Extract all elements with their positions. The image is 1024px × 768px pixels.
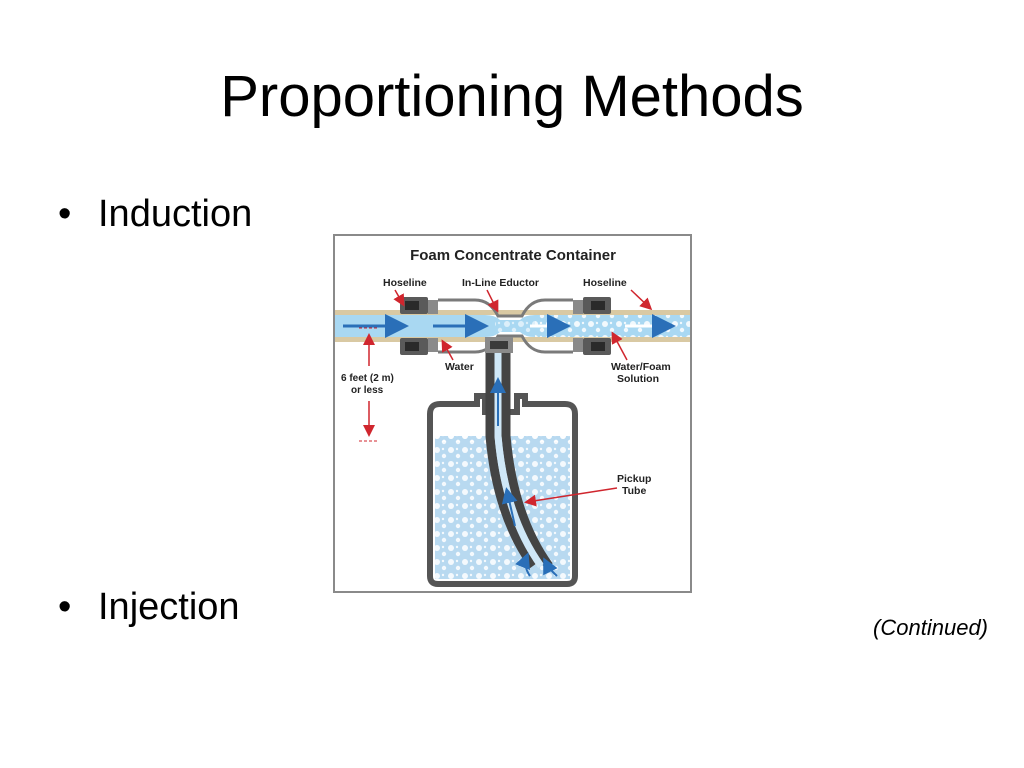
height-dimension [359,327,379,442]
coupling-right [573,297,611,355]
label-height-or-less: or less [351,385,384,396]
label-inline-eductor: In-Line Eductor [462,277,539,289]
label-water: Water [445,361,474,373]
eductor-diagram: Foam Concentrate Container Hoseline In-L… [333,234,692,593]
label-solution: Solution [617,373,659,385]
bullet-marker: • [58,193,72,235]
label-pickup: Pickup [617,473,651,485]
bullet-injection: • Injection [58,585,240,629]
bullet-induction: • Induction [58,192,252,236]
bullet-text: Induction [98,193,253,235]
label-height: 6 feet (2 m) [341,373,394,384]
label-water-foam: Water/Foam [611,361,671,373]
eductor-body-bottom [438,334,573,354]
slide-title: Proportioning Methods [220,64,804,129]
pickup-tube [485,353,558,577]
eductor-diagram-svg: Foam Concentrate Container Hoseline In-L… [335,247,690,587]
label-arrows [393,289,653,507]
bullet-marker: • [58,586,72,628]
diagram-title: Foam Concentrate Container [410,247,616,264]
label-hoseline-right: Hoseline [583,277,627,289]
continued-note: (Continued) [873,615,988,640]
label-hoseline-left: Hoseline [383,277,427,289]
label-tube: Tube [622,485,646,497]
coupling-left [400,297,438,355]
eductor-body-top [438,298,573,318]
bullet-text: Injection [98,586,240,628]
tee-fitting [485,337,513,353]
